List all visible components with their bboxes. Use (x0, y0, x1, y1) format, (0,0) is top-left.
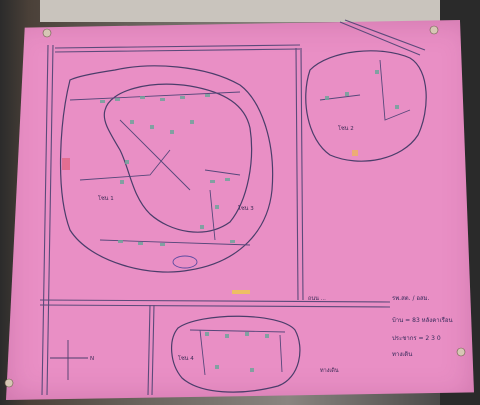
compass-icon: N (50, 340, 94, 380)
zone-label: โซน 1 (98, 194, 114, 202)
zone-3-boundary (171, 315, 301, 393)
tree-icon (352, 150, 358, 156)
pond-icon (172, 255, 198, 269)
zone-1-inner-boundary (103, 83, 253, 233)
highlight-marker (232, 290, 250, 294)
red-marker (62, 158, 70, 170)
zone-2-boundary (305, 50, 427, 162)
house-markers (100, 70, 399, 372)
village-map-poster (6, 20, 474, 400)
zone-1-boundary (59, 65, 274, 273)
pushpin-icon (429, 25, 439, 35)
background-wall (40, 0, 440, 22)
legend: รพ.สต. / อสม. บ้าน = 83 หลังคาเรือน ประช… (392, 295, 453, 358)
legend-item: ประชากร = 2 3 0 (392, 335, 441, 342)
bottom-note: ทางเดิน (320, 367, 339, 374)
legend-item: รพ.สต. / อสม. (392, 295, 430, 302)
svg-text:N: N (90, 356, 94, 362)
main-roads (39, 19, 426, 396)
legend-item: ทางเดิน (392, 351, 412, 358)
road-label: ถนน ... (308, 296, 326, 302)
zone-label: โซน 2 (338, 124, 354, 132)
pushpin-icon (456, 347, 466, 357)
legend-item: บ้าน = 83 หลังคาเรือน (392, 316, 453, 324)
pushpin-icon (42, 28, 52, 38)
village-lanes (69, 59, 411, 376)
zone-label: โซน 4 (178, 354, 194, 362)
pushpin-icon (4, 378, 14, 388)
zone-label: โซน 3 (238, 204, 254, 212)
